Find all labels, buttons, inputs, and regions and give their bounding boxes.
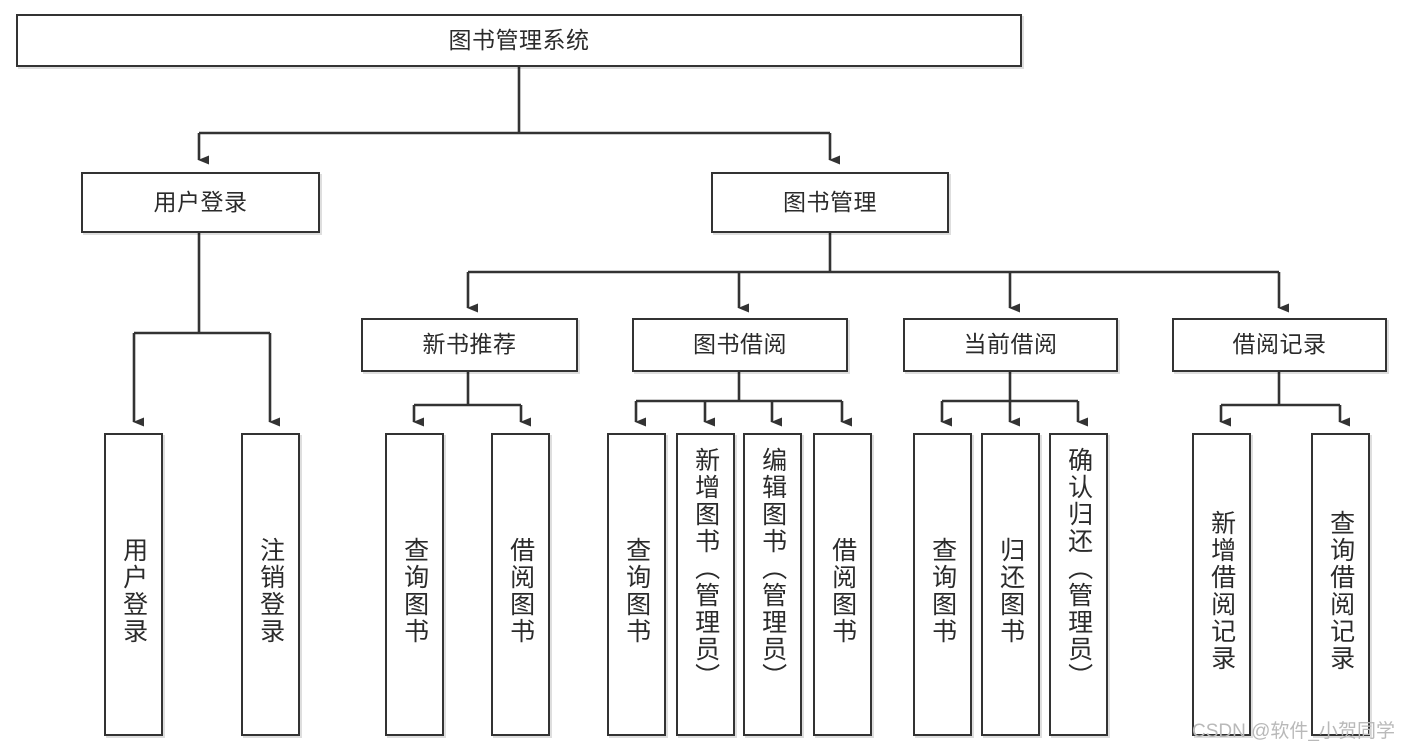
leaf-borrow-book-2-label: 借阅图书 — [828, 536, 857, 645]
leaf-query-book-1[interactable]: 查询图书 — [385, 433, 444, 736]
leaf-borrow-book-1-label: 借阅图书 — [506, 536, 535, 645]
node-borrow-record-label: 借阅记录 — [1232, 331, 1327, 358]
node-root-label: 图书管理系统 — [448, 26, 590, 53]
leaf-query-book-1-label: 查询图书 — [400, 536, 429, 645]
leaf-add-record-label: 新增借阅记录 — [1207, 509, 1236, 672]
leaf-confirm-return-label: 确认归还（管理员） — [1064, 447, 1093, 690]
leaf-logout-label: 注销登录 — [256, 536, 285, 645]
leaf-user-login[interactable]: 用户登录 — [104, 433, 163, 736]
leaf-logout[interactable]: 注销登录 — [241, 433, 300, 736]
leaf-add-book-label: 新增图书（管理员） — [691, 447, 720, 690]
node-root[interactable]: 图书管理系统 — [16, 14, 1022, 67]
leaf-borrow-book-2[interactable]: 借阅图书 — [813, 433, 872, 736]
node-current-borrow-label: 当前借阅 — [963, 331, 1058, 358]
node-user-login-label: 用户登录 — [153, 188, 248, 215]
leaf-add-record[interactable]: 新增借阅记录 — [1192, 433, 1251, 736]
node-borrow-record[interactable]: 借阅记录 — [1172, 318, 1387, 372]
leaf-query-book-3-label: 查询图书 — [928, 536, 957, 645]
csdn-watermark: CSDN @软件_小贺同学 — [1192, 721, 1395, 742]
node-book-borrow-label: 图书借阅 — [693, 331, 787, 358]
node-book-borrow[interactable]: 图书借阅 — [632, 318, 848, 372]
leaf-user-login-label: 用户登录 — [119, 536, 148, 645]
leaf-query-book-2[interactable]: 查询图书 — [607, 433, 666, 736]
node-book-manage-label: 图书管理 — [783, 188, 877, 215]
leaf-query-record-label: 查询借阅记录 — [1326, 509, 1355, 672]
node-user-login[interactable]: 用户登录 — [81, 172, 320, 233]
node-new-book-rec-label: 新书推荐 — [422, 331, 517, 358]
node-new-book-rec[interactable]: 新书推荐 — [361, 318, 578, 372]
leaf-edit-book[interactable]: 编辑图书（管理员） — [743, 433, 802, 736]
leaf-borrow-book-1[interactable]: 借阅图书 — [491, 433, 550, 736]
leaf-return-book[interactable]: 归还图书 — [981, 433, 1040, 736]
leaf-return-book-label: 归还图书 — [996, 536, 1025, 645]
leaf-query-record[interactable]: 查询借阅记录 — [1311, 433, 1370, 736]
leaf-edit-book-label: 编辑图书（管理员） — [758, 447, 787, 690]
leaf-add-book[interactable]: 新增图书（管理员） — [676, 433, 735, 736]
leaf-confirm-return[interactable]: 确认归还（管理员） — [1049, 433, 1108, 736]
leaf-query-book-3[interactable]: 查询图书 — [913, 433, 972, 736]
leaf-query-book-2-label: 查询图书 — [622, 536, 651, 645]
node-book-manage[interactable]: 图书管理 — [711, 172, 949, 233]
node-current-borrow[interactable]: 当前借阅 — [903, 318, 1118, 372]
